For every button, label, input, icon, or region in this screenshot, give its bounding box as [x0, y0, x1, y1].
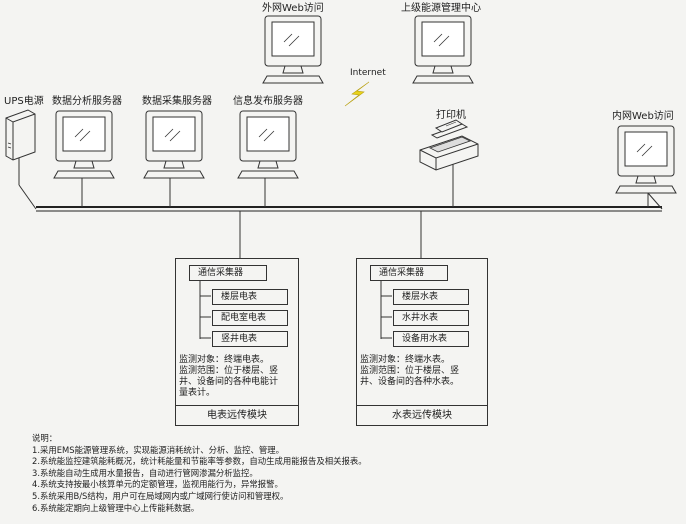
note-item: 4.系统支持按最小核算单元的定额管理，监视用能行为，异常报警。	[32, 479, 283, 490]
electric-desc-line: 监测对象：终端电表。	[179, 355, 270, 365]
water-collector-box: 通信采集器	[370, 265, 448, 281]
note-item: 5.系统采用B/S结构，用户可在局域网内或广域网行使访问和管理权。	[32, 490, 289, 501]
collect-server-label: 数据采集服务器	[142, 96, 212, 107]
electric-module-title: 电表远传模块	[176, 405, 298, 425]
electric-desc-line: 监测范围：位于楼层、竖	[179, 366, 279, 376]
water-desc-line: 监测对象：终端水表。	[360, 355, 451, 365]
electric-item-floor: 楼层电表	[212, 289, 288, 305]
ups-label: UPS电源	[4, 96, 44, 107]
external-web-label: 外网Web访问	[262, 3, 324, 14]
electric-item-distribution-room: 配电室电表	[212, 310, 288, 326]
water-desc-line: 监测范围：位于楼层、竖	[360, 366, 460, 376]
printer-icon	[419, 119, 479, 171]
note-item: 3.系统能自动生成用水量报告，自动进行管网渗漏分析监控。	[32, 467, 258, 478]
internal-web-label: 内网Web访问	[612, 111, 674, 122]
lightning-icon	[344, 81, 370, 107]
water-item-well: 水井水表	[393, 310, 469, 326]
water-module-title: 水表远传模块	[357, 405, 487, 425]
publish-server-monitor-icon	[237, 110, 299, 179]
upper-center-monitor-icon	[412, 15, 474, 84]
collect-server-monitor-icon	[143, 110, 205, 179]
external-web-monitor-icon	[262, 15, 324, 84]
electric-desc-line: 量表计。	[179, 388, 216, 398]
publish-server-label: 信息发布服务器	[233, 96, 303, 107]
electric-desc-line: 井、设备间的各种电能计	[179, 377, 279, 387]
water-item-floor: 楼层水表	[393, 289, 469, 305]
internal-web-monitor-icon	[615, 125, 677, 194]
notes-section: 说明： 1.采用EMS能源管理系统，实现能源消耗统计、分析、监控、管理。 2.系…	[32, 433, 367, 514]
upper-center-label: 上级能源管理中心	[401, 3, 481, 14]
note-item: 1.采用EMS能源管理系统，实现能源消耗统计、分析、监控、管理。	[32, 444, 284, 455]
analysis-server-monitor-icon	[53, 110, 115, 179]
note-item: 2.系统能监控建筑能耗概况，统计耗能量和节能率等参数，自动生成用能报告及相关报表…	[32, 456, 367, 467]
analysis-server-label: 数据分析服务器	[52, 96, 122, 107]
note-item: 6.系统能定期向上级管理中心上传能耗数据。	[32, 502, 200, 513]
internet-label: Internet	[350, 68, 386, 78]
electric-item-shaft: 竖井电表	[212, 331, 288, 347]
electric-meter-module: 通信采集器 楼层电表 配电室电表 竖井电表 监测对象：终端电表。 监测范围：位于…	[175, 258, 299, 426]
printer-label: 打印机	[436, 110, 466, 121]
water-desc-line: 井、设备间的各种水表。	[360, 377, 460, 387]
electric-collector-box: 通信采集器	[189, 265, 267, 281]
ups-icon	[5, 109, 36, 161]
water-meter-module: 通信采集器 楼层水表 水井水表 设备用水表 监测对象：终端水表。 监测范围：位于…	[356, 258, 488, 426]
water-item-equipment: 设备用水表	[393, 331, 469, 347]
notes-heading: 说明：	[32, 433, 58, 443]
